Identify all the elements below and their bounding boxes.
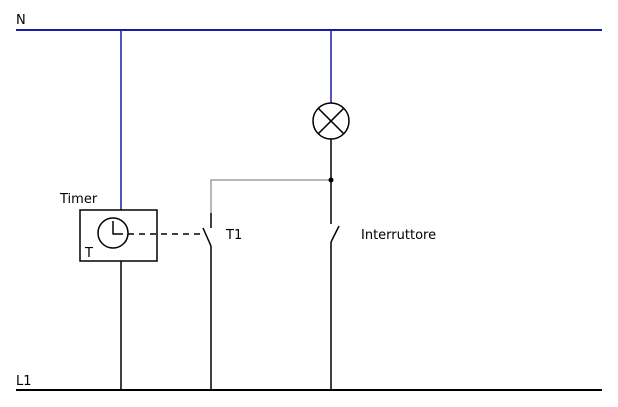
- interruttore-label: Interruttore: [361, 228, 436, 243]
- junction-dot: [328, 177, 334, 183]
- t1-label: T1: [225, 228, 242, 243]
- timer-symbol: T: [84, 246, 93, 261]
- t1-contact: [202, 213, 212, 390]
- control-wire: [210, 179, 331, 213]
- neutral-label: N: [16, 13, 26, 28]
- lamp-icon: [312, 102, 350, 140]
- interruttore-switch: [330, 225, 340, 390]
- clock-icon: [97, 217, 129, 249]
- phase-label: L1: [16, 374, 32, 389]
- timer-title: Timer: [59, 192, 98, 207]
